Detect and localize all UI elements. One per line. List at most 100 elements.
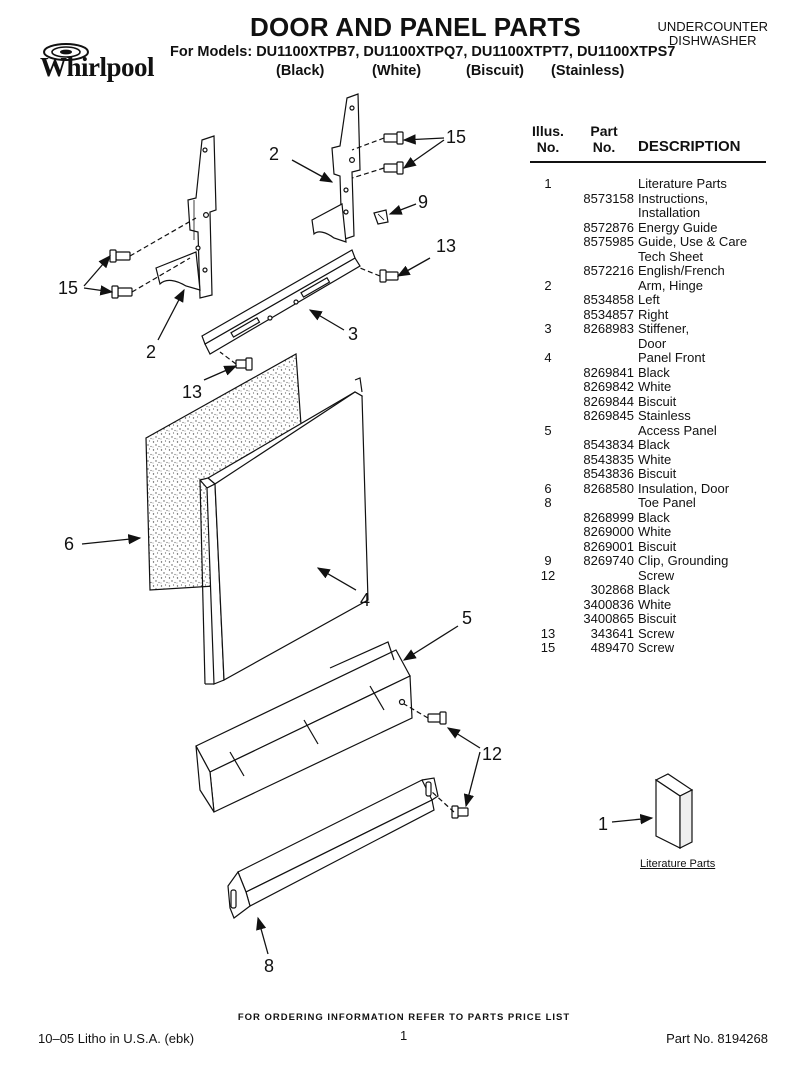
literature-parts-booklet [654,773,694,849]
illus-number [530,409,566,424]
illus-number [530,612,566,627]
part-description: Screw [638,567,675,583]
part-description: Installation [638,205,701,220]
part-description: Biscuit [638,393,677,409]
part-number: 3400836 [583,596,634,612]
color-label-white: (White) [372,63,422,79]
part-description: Biscuit [638,611,677,626]
color-label-stainless: (Stainless) [551,63,625,79]
part-description: Tech Sheet [638,248,704,264]
part-number: 8268999 [583,509,634,525]
part-description: Guide, Use & Care [638,234,748,249]
illus-number [530,525,566,540]
part-number: 8543835 [583,451,634,467]
part-description: Energy Guide [638,219,718,235]
illus-number [530,293,566,308]
callout-12: 12 [482,744,502,764]
callout-2-right: 2 [269,144,279,164]
part-number: 302868 [590,582,634,597]
screw-12-upper [403,703,447,725]
part-description: Black [638,437,670,452]
callout-2-left: 2 [146,342,156,362]
callout-9: 9 [418,192,428,212]
part-number: 8572876 [583,219,634,235]
illus-number [530,438,566,453]
access-panel [195,641,413,813]
screw-13-upper [359,267,399,283]
part-number [566,351,638,366]
part-description: Literature Parts [638,176,727,191]
part-description: Screw [638,625,675,641]
illus-number: 2 [544,277,552,293]
table-row: 8575985 Guide, Use & Care [530,234,766,250]
toe-panel [227,777,439,919]
illus-number [530,598,566,613]
part-description: White [638,596,672,612]
table-row: 8543834 Black [530,437,766,453]
header-description: DESCRIPTION [638,138,741,155]
part-number: 8268983 [583,321,634,336]
part-description: Right [638,306,669,322]
part-number: 8572216 [583,263,634,278]
illus-number [530,583,566,598]
litho-info: 10–05 Litho in U.S.A. (ebk) [38,1031,195,1046]
callout-13-lower: 13 [182,382,202,402]
part-number: 8543834 [583,437,634,452]
part-number [566,337,638,352]
illus-number: 12 [540,567,556,583]
part-number [566,250,638,265]
part-number: 8534858 [583,292,634,307]
callout-5: 5 [462,608,472,628]
part-number: 8269845 [583,408,634,423]
part-number [566,569,638,584]
illus-number [530,264,566,279]
color-label-black: (Black) [276,63,325,79]
header-illus: Illus. No. [532,123,564,155]
illus-number: 8 [544,495,552,510]
illus-number: 15 [540,640,556,655]
part-number: 8269000 [583,524,634,539]
part-description: Door [638,335,667,351]
illus-number: 1 [544,176,552,191]
ordering-info: FOR ORDERING INFORMATION REFER TO PARTS … [237,1012,571,1023]
hinge-arm-left [155,135,217,299]
part-number: 8534857 [583,306,634,322]
illus-number [530,192,566,207]
part-description: Black [638,509,670,525]
part-number: 8269841 [583,364,634,380]
part-description: Clip, Grounding [638,553,729,568]
part-description: Toe Panel [638,495,696,510]
illus-number [530,467,566,482]
table-header: Illus. No. Part No. DESCRIPTION [530,123,766,163]
part-number [566,206,638,221]
product-type: UNDERCOUNTER DISHWASHER [658,20,769,48]
illus-number: 9 [544,553,552,568]
page-number: 1 [400,1028,408,1043]
screw-12-lower [431,791,469,819]
illus-number [530,366,566,381]
part-description: Black [638,582,670,597]
grounding-clip [373,209,389,225]
illus-number [530,308,566,323]
part-number: 8575985 [583,234,634,249]
header-part: Part No. [590,123,618,155]
part-number: 489470 [590,640,634,655]
illus-number [530,235,566,250]
